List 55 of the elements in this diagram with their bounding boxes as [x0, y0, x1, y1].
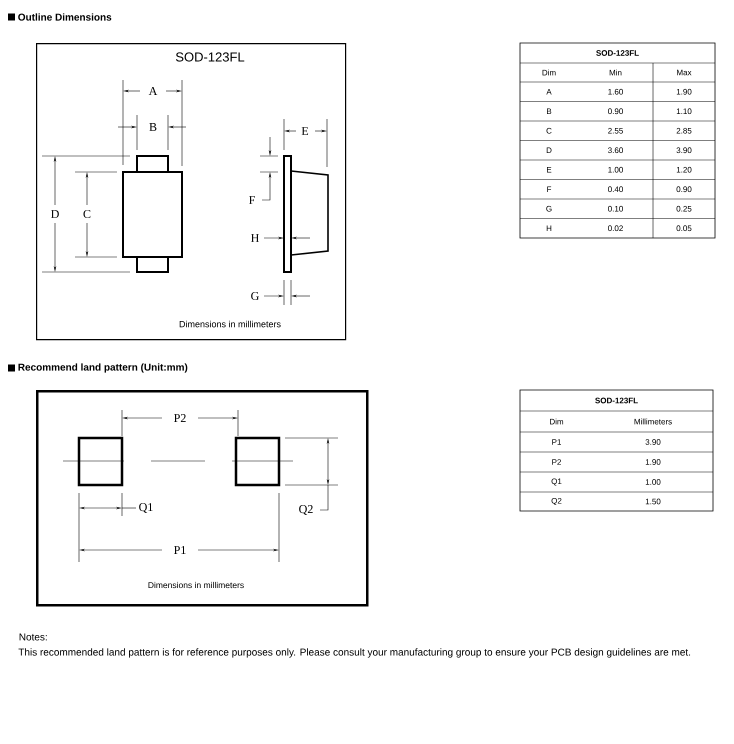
- table-value: C: [546, 128, 552, 134]
- dimension-label: F: [249, 196, 255, 204]
- table-value: 2.55: [608, 128, 623, 134]
- table-value: 0.90: [676, 186, 692, 192]
- column-header: Min: [610, 70, 622, 76]
- table-value: 0.25: [676, 206, 692, 212]
- table-value: 2.85: [676, 128, 692, 134]
- column-header: Dim: [550, 418, 564, 424]
- table-value: 0.05: [676, 225, 692, 232]
- dimension-label: D: [51, 210, 59, 218]
- column-header: Dim: [542, 70, 556, 76]
- dimension-label: P1: [174, 546, 186, 554]
- table-value: 1.20: [676, 166, 692, 173]
- table-value: E: [547, 167, 552, 172]
- column-header: Max: [677, 70, 692, 76]
- section-heading: Recommend land pattern (Unit:mm): [18, 363, 188, 373]
- table-value: 3.60: [608, 147, 623, 154]
- table-value: 1.60: [608, 88, 623, 95]
- table-value: 1.00: [646, 479, 660, 485]
- table-title: SOD-123FL: [595, 398, 638, 404]
- table-value: 0.40: [608, 186, 623, 192]
- table-value: Q1: [552, 478, 562, 486]
- table-value: A: [546, 89, 552, 94]
- table-value: P2: [552, 459, 561, 465]
- dimension-label: C: [83, 210, 90, 218]
- table-value: B: [547, 108, 552, 114]
- table-value: 1.90: [676, 88, 692, 95]
- table-value: G: [546, 206, 552, 212]
- table-value: 0.02: [608, 225, 623, 232]
- table-value: 0.90: [608, 108, 623, 114]
- table-value: 1.10: [676, 108, 692, 114]
- table-value: 1.50: [646, 498, 660, 504]
- dimension-label: Q1: [139, 503, 153, 513]
- dimension-label: H: [251, 234, 259, 242]
- table-value: 1.90: [646, 459, 660, 465]
- table-value: 1.00: [608, 166, 623, 173]
- table-value: F: [547, 186, 552, 192]
- dimension-label: Q2: [299, 505, 313, 515]
- table-value: H: [546, 226, 552, 231]
- table-value: 3.90: [646, 439, 660, 445]
- dimension-label: E: [302, 127, 308, 135]
- notes-text: This recommended land pattern is for reference purposes only. Please consult your manufacturing group to ensure your PCB design guidelines are met.: [18, 648, 690, 658]
- table-title: SOD-123FL: [596, 50, 639, 56]
- table-value: 3.90: [676, 147, 692, 154]
- column-header: Millimeters: [634, 418, 672, 424]
- table-value: 0.10: [608, 206, 623, 212]
- table-value: D: [546, 148, 552, 153]
- table-value: P1: [552, 439, 561, 445]
- dimension-label: A: [148, 87, 158, 95]
- dimension-label: G: [251, 292, 259, 300]
- table-value: Q2: [552, 498, 562, 506]
- section-heading: Outline Dimensions: [18, 13, 112, 21]
- dimension-label: B: [149, 123, 156, 131]
- notes-heading: Notes:: [20, 634, 47, 640]
- dimension-label: P2: [174, 414, 186, 422]
